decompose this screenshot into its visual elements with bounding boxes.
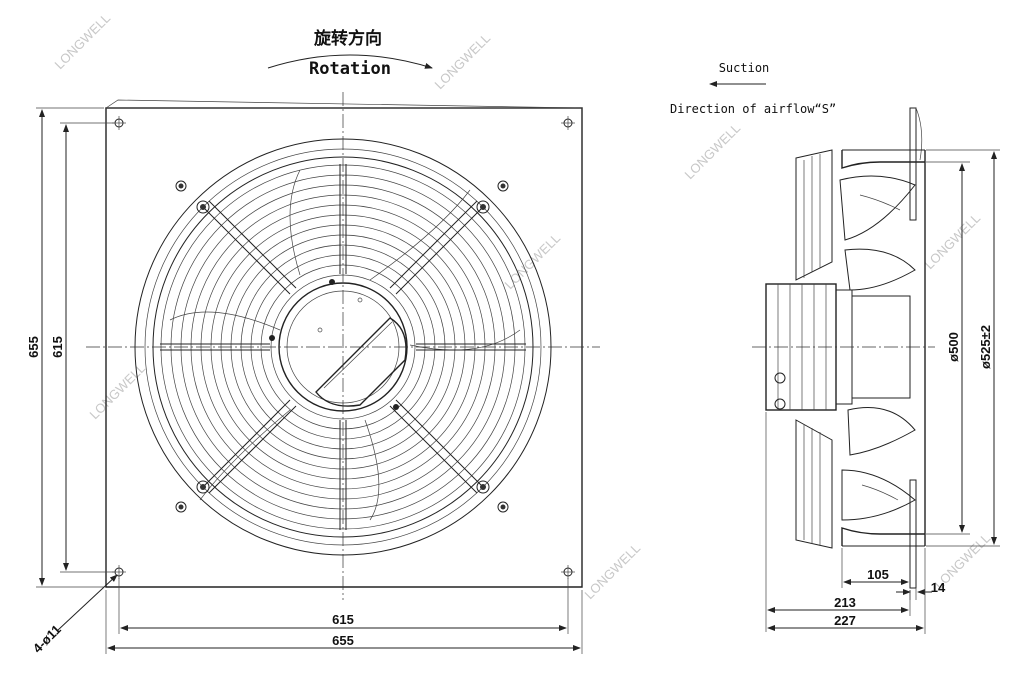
watermark: LONGWELL	[52, 10, 114, 72]
dim-dia-500: ø500	[946, 332, 961, 362]
dim-width-615: 615	[332, 612, 354, 627]
guard-screws	[175, 180, 509, 513]
rotation-label-en: Rotation	[309, 59, 391, 79]
watermark: LONGWELL	[682, 120, 744, 182]
dim-width-655: 655	[332, 633, 354, 648]
watermark: LONGWELL	[432, 30, 494, 92]
corner-holes	[112, 116, 575, 579]
dim-thickness-14: 14	[931, 580, 946, 595]
dim-depth-213: 213	[834, 595, 856, 610]
dim-depth-105: 105	[867, 567, 889, 582]
dim-holes: 4-ø11	[30, 622, 64, 656]
dim-height-655: 655	[26, 336, 41, 358]
watermark: LONGWELL	[582, 540, 644, 602]
side-dimensions: ø500 ø525±2 105 14 213 227	[765, 149, 1000, 634]
terminal-box	[315, 317, 407, 407]
airflow-suction-label: Suction	[719, 61, 770, 75]
guard-spokes	[160, 164, 526, 530]
dim-height-615: 615	[50, 336, 65, 358]
side-guard	[795, 149, 833, 549]
dim-dia-525: ø525±2	[978, 325, 993, 369]
airflow-direction-label: Direction of airflow“S”	[670, 102, 836, 116]
rotation-arrow	[267, 54, 433, 69]
side-view	[752, 107, 935, 589]
front-dimensions: 655 615 615 655 4-ø11	[26, 107, 583, 656]
dim-depth-227: 227	[834, 613, 856, 628]
mounting-plate	[105, 107, 583, 588]
front-view	[86, 92, 600, 600]
fan-blades	[169, 169, 521, 521]
watermark: LONGWELL	[922, 210, 984, 272]
watermark: LONGWELL	[87, 360, 149, 422]
rotation-label-cn: 旋转方向	[313, 28, 382, 49]
side-blades	[839, 175, 916, 521]
